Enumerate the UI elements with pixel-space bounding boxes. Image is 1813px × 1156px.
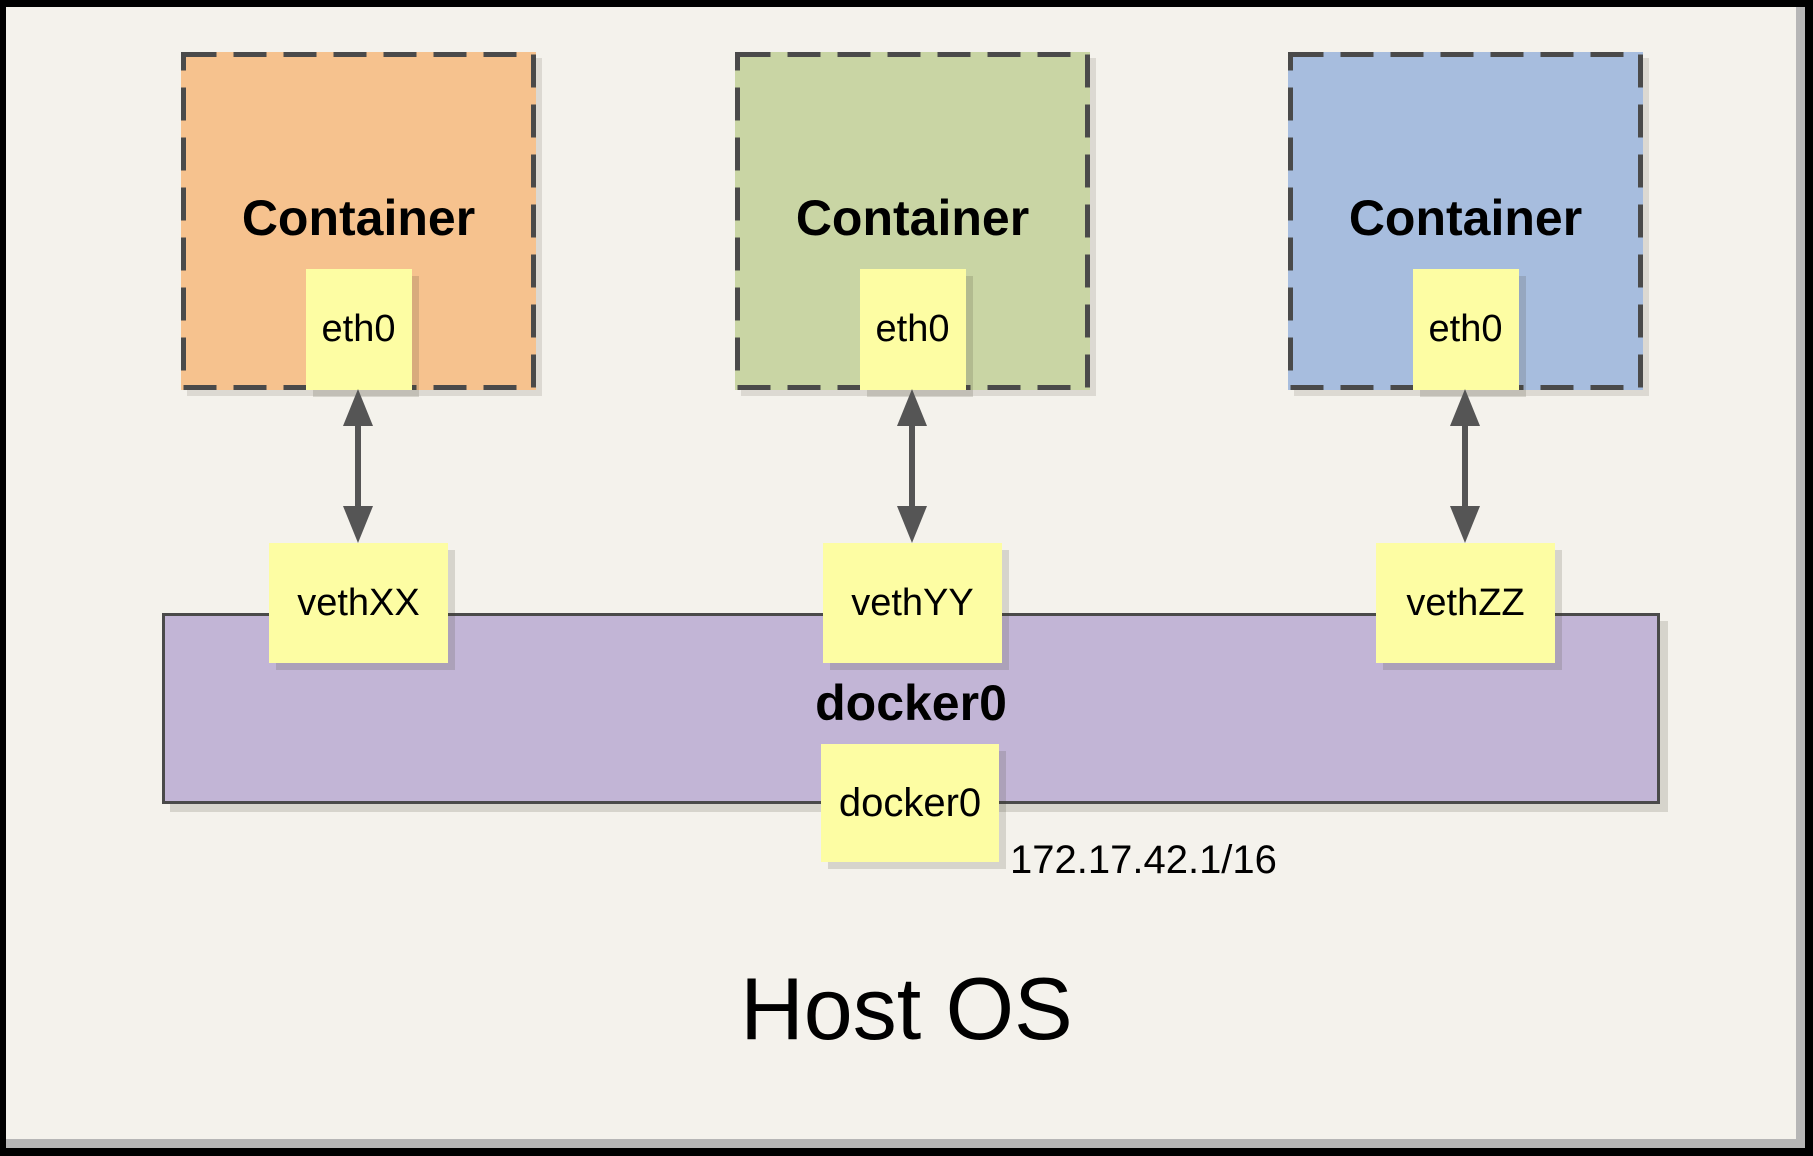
eth0-node-3: eth0 (1412, 269, 1519, 390)
eth0-node-2: eth0 (859, 269, 966, 390)
container-label: Container (795, 190, 1030, 246)
container-box-3: Container eth0 (1288, 52, 1643, 390)
vethzz-node: vethZZ (1376, 543, 1555, 663)
container-box-2: Container eth0 (735, 52, 1090, 390)
arrow-eth0-vethyy (897, 389, 927, 543)
bridge-ip-label: 172.17.42.1/16 (1010, 838, 1277, 882)
container-label: Container (1348, 190, 1583, 246)
eth0-node-1: eth0 (305, 269, 412, 390)
container-box-1: Container eth0 (181, 52, 536, 390)
docker0-bridge-label: docker0 (815, 675, 1007, 731)
vethxx-node: vethXX (269, 543, 448, 663)
docker0-interface-node: docker0 (821, 744, 999, 862)
arrow-eth0-vethxx (343, 389, 373, 543)
arrow-eth0-vethzz (1450, 389, 1480, 543)
vethyy-node: vethYY (823, 543, 1002, 663)
host-os-label: Host OS (740, 959, 1073, 1058)
container-label: Container (241, 190, 476, 246)
